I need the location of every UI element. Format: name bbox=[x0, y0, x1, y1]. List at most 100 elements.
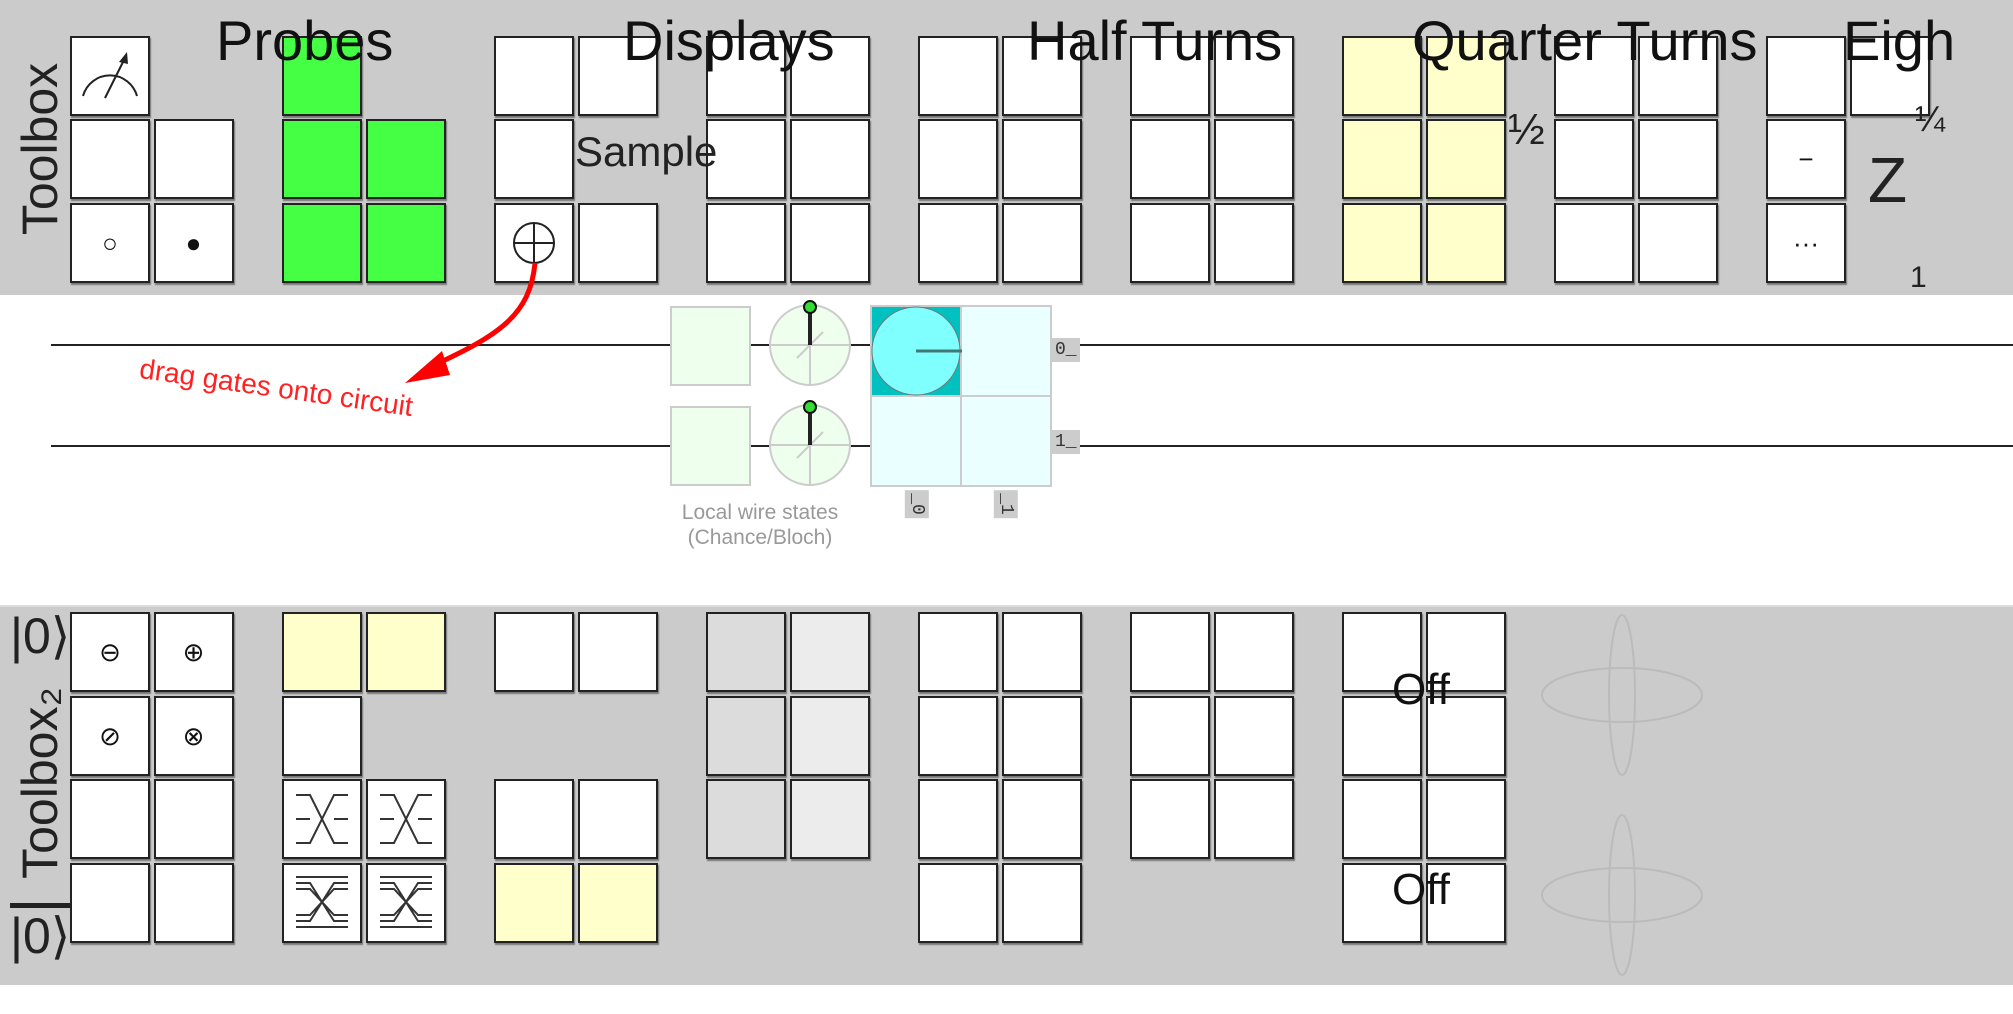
toolbox1-gate-4-1-0[interactable] bbox=[918, 119, 998, 199]
toolbox2-gate-4-0-0[interactable] bbox=[918, 612, 998, 692]
toolbox2-gate-0-0-1[interactable]: ⊕ bbox=[153, 612, 234, 692]
toolbox1-gate-0-2-1[interactable]: ● bbox=[153, 203, 234, 283]
toolbox2-gate-0-1-0[interactable]: ⊘ bbox=[70, 696, 150, 776]
toolbox2-gate-2-0-1[interactable] bbox=[577, 612, 658, 692]
toolbox1-gate-8-1-0[interactable]: − bbox=[1766, 119, 1846, 199]
toolbox1-gate-4-2-1[interactable] bbox=[1001, 203, 1082, 283]
one-fragment: 1 bbox=[1910, 261, 1927, 294]
toolbox1-gate-4-0-1[interactable] bbox=[1001, 36, 1082, 116]
toolbox2-gate-1-0-1[interactable] bbox=[365, 612, 446, 692]
toolbox1-gate-6-0-1[interactable] bbox=[1425, 36, 1506, 116]
toolbox1-gate-3-1-0[interactable] bbox=[706, 119, 786, 199]
toolbox1-gate-3-0-1[interactable] bbox=[789, 36, 870, 116]
toolbox2-gate-1-3-0[interactable] bbox=[282, 863, 362, 943]
toolbox2-gate-4-3-0[interactable] bbox=[918, 863, 998, 943]
toolbox1-gate-7-0-0[interactable] bbox=[1554, 36, 1634, 116]
toolbox2-gate-2-3-1[interactable] bbox=[577, 863, 658, 943]
toolbox1-gate-2-1-0[interactable] bbox=[494, 119, 574, 199]
toolbox1-gate-4-2-0[interactable] bbox=[918, 203, 998, 283]
toolbox1-gate-7-2-1[interactable] bbox=[1637, 203, 1718, 283]
toolbox2-gate-2-2-1[interactable] bbox=[577, 779, 658, 859]
toolbox2-gate-6-3-1[interactable] bbox=[1425, 863, 1506, 943]
toolbox1-gate-1-0-0[interactable] bbox=[282, 36, 362, 116]
toolbox1-gate-1-2-1[interactable] bbox=[365, 203, 446, 283]
toolbox2-gate-1-1-0[interactable] bbox=[282, 696, 362, 776]
toolbox1-gate-5-0-1[interactable] bbox=[1213, 36, 1294, 116]
toolbox2-gate-6-3-0[interactable] bbox=[1342, 863, 1422, 943]
toolbox2-gate-0-2-1[interactable] bbox=[153, 779, 234, 859]
toolbox1-gate-8-2-0[interactable]: ··· bbox=[1766, 203, 1846, 283]
toolbox1-gate-0-1-0[interactable] bbox=[70, 119, 150, 199]
group-title-displays: Displays bbox=[623, 9, 835, 72]
toolbox1-gate-6-2-1[interactable] bbox=[1425, 203, 1506, 283]
toolbox1-gate-2-0-1[interactable] bbox=[577, 36, 658, 116]
toolbox1-gate-1-1-1[interactable] bbox=[365, 119, 446, 199]
toolbox2-gate-6-1-1[interactable] bbox=[1425, 696, 1506, 776]
toolbox2-gate-5-2-1[interactable] bbox=[1213, 779, 1294, 859]
toolbox1-gate-1-2-0[interactable] bbox=[282, 203, 362, 283]
toolbox1-gate-4-1-1[interactable] bbox=[1001, 119, 1082, 199]
toolbox1-gate-5-0-0[interactable] bbox=[1130, 36, 1210, 116]
toolbox2-gate-4-3-1[interactable] bbox=[1001, 863, 1082, 943]
toolbox1-gate-5-1-0[interactable] bbox=[1130, 119, 1210, 199]
toolbox2-gate-6-2-1[interactable] bbox=[1425, 779, 1506, 859]
toolbox1-gate-8-0-1[interactable] bbox=[1849, 36, 1930, 116]
toolbox2-gate-3-1-1[interactable] bbox=[789, 696, 870, 776]
toolbox1-gate-1-1-0[interactable] bbox=[282, 119, 362, 199]
toolbox1-gate-7-2-0[interactable] bbox=[1554, 203, 1634, 283]
toolbox2-gate-1-2-1[interactable] bbox=[365, 779, 446, 859]
local-wire-states-note: Local wire states (Chance/Bloch) bbox=[640, 500, 880, 550]
toolbox1-gate-0-1-1[interactable] bbox=[153, 119, 234, 199]
toolbox2-gate-0-3-0[interactable] bbox=[70, 863, 150, 943]
toolbox2-gate-3-1-0[interactable] bbox=[706, 696, 786, 776]
toolbox2-gate-4-2-0[interactable] bbox=[918, 779, 998, 859]
toolbox2-gate-3-0-0[interactable] bbox=[706, 612, 786, 692]
toolbox2-gate-0-2-0[interactable] bbox=[70, 779, 150, 859]
toolbox1-gate-3-0-0[interactable] bbox=[706, 36, 786, 116]
toolbox2-gate-4-1-1[interactable] bbox=[1001, 696, 1082, 776]
toolbox1-gate-6-0-0[interactable] bbox=[1342, 36, 1422, 116]
toolbox1-gate-7-1-0[interactable] bbox=[1554, 119, 1634, 199]
toolbox1-gate-2-0-0[interactable] bbox=[494, 36, 574, 116]
toolbox2-gate-3-0-1[interactable] bbox=[789, 612, 870, 692]
toolbox1-gate-3-2-1[interactable] bbox=[789, 203, 870, 283]
toolbox1-gate-4-0-0[interactable] bbox=[918, 36, 998, 116]
toolbox2-gate-6-1-0[interactable] bbox=[1342, 696, 1422, 776]
toolbox2-gate-0-0-0[interactable]: ⊖ bbox=[70, 612, 150, 692]
toolbox2-gate-6-0-0[interactable] bbox=[1342, 612, 1422, 692]
toolbox2-gate-3-2-1[interactable] bbox=[789, 779, 870, 859]
toolbox1-gate-7-1-1[interactable] bbox=[1637, 119, 1718, 199]
toolbox2-gate-1-3-1[interactable] bbox=[365, 863, 446, 943]
toolbox1-gate-8-0-0[interactable] bbox=[1766, 36, 1846, 116]
toolbox2-gate-4-2-1[interactable] bbox=[1001, 779, 1082, 859]
toolbox1-gate-5-2-1[interactable] bbox=[1213, 203, 1294, 283]
toolbox1-gate-6-1-0[interactable] bbox=[1342, 119, 1422, 199]
toolbox2-gate-6-2-0[interactable] bbox=[1342, 779, 1422, 859]
toolbox2-gate-0-3-1[interactable] bbox=[153, 863, 234, 943]
toolbox2-gate-4-1-0[interactable] bbox=[918, 696, 998, 776]
toolbox2-gate-0-1-1[interactable]: ⊗ bbox=[153, 696, 234, 776]
toolbox1-gate-6-2-0[interactable] bbox=[1342, 203, 1422, 283]
toolbox2-gate-1-0-0[interactable] bbox=[282, 612, 362, 692]
toolbox1-gate-2-2-1[interactable] bbox=[577, 203, 658, 283]
toolbox2-gate-2-2-0[interactable] bbox=[494, 779, 574, 859]
toolbox1-gate-5-1-1[interactable] bbox=[1213, 119, 1294, 199]
toolbox2-gate-1-2-0[interactable] bbox=[282, 779, 362, 859]
toolbox1-gate-6-1-1[interactable] bbox=[1425, 119, 1506, 199]
toolbox2-gate-3-2-0[interactable] bbox=[706, 779, 786, 859]
toolbox2-gate-5-0-1[interactable] bbox=[1213, 612, 1294, 692]
toolbox2-gate-5-1-0[interactable] bbox=[1130, 696, 1210, 776]
toolbox1-gate-3-2-0[interactable] bbox=[706, 203, 786, 283]
toolbox2-gate-5-2-0[interactable] bbox=[1130, 779, 1210, 859]
toolbox2-gate-5-1-1[interactable] bbox=[1213, 696, 1294, 776]
toolbox1-gate-0-0-0[interactable] bbox=[70, 36, 150, 116]
toolbox1-gate-3-1-1[interactable] bbox=[789, 119, 870, 199]
toolbox1-gate-0-2-0[interactable]: ○ bbox=[70, 203, 150, 283]
toolbox1-gate-7-0-1[interactable] bbox=[1637, 36, 1718, 116]
toolbox2-gate-4-0-1[interactable] bbox=[1001, 612, 1082, 692]
toolbox2-gate-6-0-1[interactable] bbox=[1425, 612, 1506, 692]
toolbox2-gate-5-0-0[interactable] bbox=[1130, 612, 1210, 692]
toolbox2-gate-2-0-0[interactable] bbox=[494, 612, 574, 692]
toolbox1-gate-5-2-0[interactable] bbox=[1130, 203, 1210, 283]
toolbox2-gate-2-3-0[interactable] bbox=[494, 863, 574, 943]
